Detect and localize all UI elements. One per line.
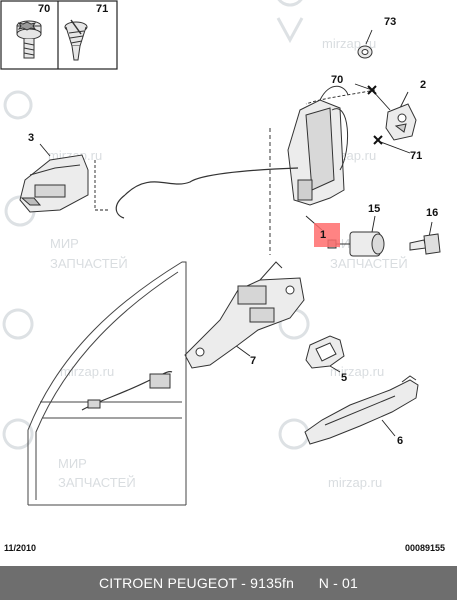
watermark-line2-text: ЗАПЧАСТЕЙ [330,256,408,271]
watermark-line1-text: МИР [58,456,87,471]
callout-1: 1 [320,229,326,241]
caption-separator: - [237,575,251,591]
inset-label-71: 71 [96,3,108,15]
callout-73: 73 [384,16,396,28]
callout-7: 7 [250,355,256,367]
callout-70: 70 [331,74,343,86]
handle-frame-7 [184,261,305,369]
release-cable-end [115,194,126,219]
caption-gap [294,575,319,591]
watermark-site-text: mirzap.ru [330,364,384,379]
exterior-handle-6 [304,375,419,445]
callout-5: 5 [341,372,347,384]
door-cable-clip [87,399,101,409]
watermark-pin-icon [2,418,310,450]
watermark-line2-text: ЗАПЧАСТЕЙ [58,475,136,490]
callout-3: 3 [28,132,34,144]
watermark-pin-icon [3,90,33,120]
callout-71: 71 [410,150,422,162]
highlighted-part-marker [314,223,340,247]
striker-2 [385,103,417,141]
watermark-site-text: mirzap.ru [60,364,114,379]
nut-73 [357,45,373,59]
callout-16: 16 [426,207,438,219]
inner-handle-3 [19,154,89,213]
inset-frame [0,0,118,70]
parts-diagram: mirzap.ru mirzap.ru mirzap.ru МИР ЗАПЧАС… [0,0,445,553]
callout-6: 6 [397,435,403,447]
gasket-5 [305,335,345,369]
door-outline [27,261,187,506]
lock-actuator-1 [287,85,349,206]
footer-date: 11/2010 [4,543,36,553]
diagram-canvas: mirzap.ru mirzap.ru mirzap.ru МИР ЗАПЧАС… [0,0,445,553]
screw-icon [64,19,88,61]
watermark-line1-text: МИР [50,236,79,251]
watermark-pin-icon [276,0,304,44]
lock-cylinder-15 [327,231,385,257]
watermark-site-text: mirzap.ru [328,475,382,490]
door-cable-connector [149,373,171,389]
caption-variant: N - 01 [318,575,359,591]
callout-2: 2 [420,79,426,91]
callout-15: 15 [368,203,380,215]
caption-bar: CITROEN PEUGEOT - 9135fn N - 01 [0,566,457,600]
key-16 [409,233,441,255]
caption-brand: CITROEN PEUGEOT [98,575,238,591]
fastener-inset: 70 71 [0,0,118,70]
torx-bolt-icon [16,20,42,59]
inset-label-70: 70 [38,3,50,15]
watermark-line2-text: ЗАПЧАСТЕЙ [50,256,128,271]
release-cable [124,167,299,196]
caption-part-code: 9135fn [250,575,295,591]
footer-code: 00089155 [405,543,445,553]
fastener-marker-icon [367,85,383,145]
